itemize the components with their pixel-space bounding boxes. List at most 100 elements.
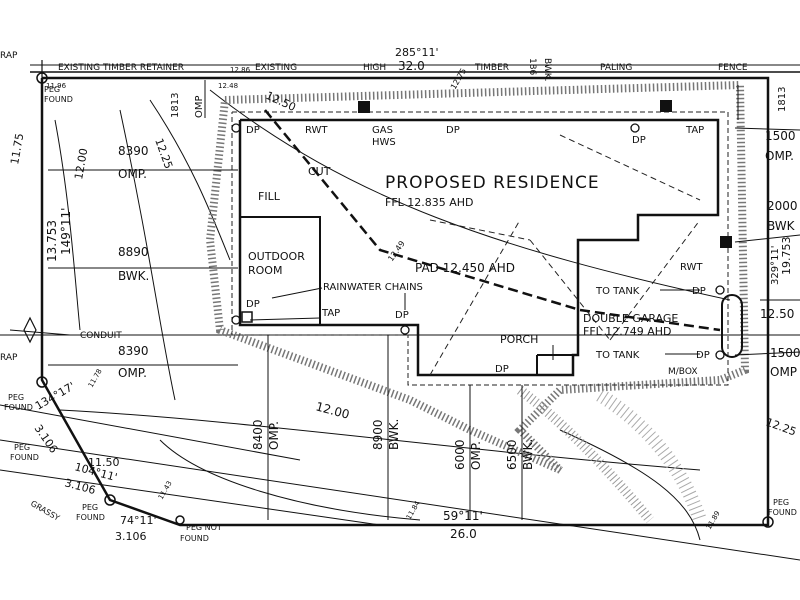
tap-label-2: TAP <box>321 308 340 319</box>
peg-not-found <box>175 515 185 525</box>
contour-12-86: 12.86 <box>230 66 251 74</box>
contour-11-89: 11.89 <box>705 510 722 531</box>
setback-8900: 8900 <box>371 419 385 450</box>
left-1813: 1813 <box>170 93 181 118</box>
peg-bl2-found: FOUND <box>76 513 105 522</box>
dp-label-8: DP <box>495 364 509 375</box>
setback-8400-omp: OMP. <box>267 421 281 450</box>
road-length-c: 3.106 <box>115 530 147 543</box>
peg-ml-label: PEG <box>8 393 24 402</box>
right-2000: 2000 <box>767 199 798 213</box>
tap-label-1: TAP <box>685 125 704 136</box>
top-length: 32.0 <box>398 59 425 73</box>
contour-12-48: 12.48 <box>218 82 238 90</box>
rwt-marker-3 <box>720 236 732 248</box>
setback-6000-omp: OMP. <box>469 441 483 470</box>
road-length-a: 3.106 <box>32 422 61 455</box>
peg-tl-label: PEG <box>44 85 60 94</box>
right-omp-a: OMP. <box>765 149 794 163</box>
dp-label-4: DP <box>246 299 260 310</box>
rwt-label-1: RWT <box>305 125 328 136</box>
contour-12-50-label: 12.50 <box>264 89 298 114</box>
conduit-symbol <box>23 316 37 344</box>
right-1813: 1813 <box>777 87 788 112</box>
peg-tl <box>36 72 48 84</box>
rwt-marker-2 <box>660 100 672 112</box>
residence-ffl: FFL 12.835 AHD <box>385 196 474 209</box>
setback-6500-bwk: BWK. <box>521 439 535 470</box>
cut-label: CUT <box>308 165 331 178</box>
road-length-b: 3.106 <box>63 476 97 497</box>
right-1500-b: 1500 <box>770 346 800 360</box>
setback-8390-b: 8390 <box>118 344 149 358</box>
peg-ml-found: FOUND <box>4 403 33 412</box>
eave-line <box>231 111 729 386</box>
setback-8890: 8890 <box>118 245 149 259</box>
grassy-label: GRASSY <box>29 499 61 523</box>
tap-leader <box>249 317 321 321</box>
right-12-50: 12.50 <box>760 307 794 321</box>
to-tank-label-1: TO TANK <box>595 286 640 297</box>
contour-12-25 <box>149 99 231 261</box>
peg-not-found-found: FOUND <box>180 534 209 543</box>
contour-12-00-mid <box>119 109 176 401</box>
setback-6500: 6500 <box>505 439 519 470</box>
right-omp2-leader <box>734 351 800 356</box>
rwt-label-2: RWT <box>680 262 703 273</box>
conduit-label: CONDUIT <box>80 331 122 341</box>
contour-12-25-label: 12.25 <box>152 137 175 171</box>
peg-br-found: FOUND <box>768 508 797 517</box>
dp-label-6: DP <box>692 286 706 297</box>
garage-driveway-oval <box>721 294 743 358</box>
contour-11-78: 11.78 <box>87 368 104 389</box>
peg-not-found-label: PEG NOT <box>186 523 222 532</box>
top-bearing: 285°11' <box>395 46 439 59</box>
cut-fill-line <box>264 109 721 332</box>
rainwater-leader-1 <box>271 287 323 299</box>
right-bwk-leader <box>734 234 800 243</box>
peg-bl-label: PEG <box>14 443 30 452</box>
road-angle-134: 134°17' <box>33 380 77 413</box>
contour-12-00-top <box>54 119 81 331</box>
contour-12-50 <box>209 89 731 301</box>
top-paling-label: PALING <box>600 63 632 73</box>
right-bearing: 329°11' <box>770 245 781 285</box>
dp-circle-6 <box>400 325 410 335</box>
dashed-line-5 <box>559 134 701 201</box>
peg-br <box>762 516 774 528</box>
dp-label-3: DP <box>632 135 646 146</box>
garage-ffl: FFL 12.749 AHD <box>583 325 672 338</box>
garage-title: DOUBLE GARAGE <box>583 312 678 325</box>
right-1500-a: 1500 <box>765 129 796 143</box>
top-fence-label: FENCE <box>718 63 748 73</box>
to-tank-label-2: TO TANK <box>595 350 640 361</box>
dashed-line-2 <box>529 239 611 341</box>
left-bearing: 149°11' <box>59 208 73 255</box>
setback-8390-a-omp: OMP. <box>118 167 147 181</box>
road-line-3 <box>0 404 301 461</box>
top-existing-label: EXISTING <box>255 63 297 73</box>
right-omp-b: OMP <box>770 365 797 379</box>
dashed-line-3 <box>609 219 701 341</box>
contour-right <box>559 429 701 541</box>
rainwater-chains-label: RAINWATER CHAINS <box>323 282 423 293</box>
dashed-line-4 <box>429 219 521 376</box>
contour-11-75: 11.75 <box>8 132 26 165</box>
right-bwk: BWK <box>767 219 796 233</box>
dp-label-5: DP <box>395 310 409 321</box>
road-line-2 <box>0 469 381 526</box>
conduit-leader <box>9 329 71 336</box>
dp-label-7: DP <box>696 350 710 361</box>
contour-11-96: 11.96 <box>46 82 67 90</box>
rap-mid-label: RAP <box>0 353 18 363</box>
contour-11-50 <box>59 409 701 471</box>
contour-11-50-label: 11.50 <box>88 456 120 469</box>
contour-11-43: 11.43 <box>157 480 174 501</box>
top-bwk-label: BWK. <box>542 58 552 82</box>
dp-circle-3 <box>231 315 241 325</box>
road-line-1 <box>0 439 800 561</box>
contour-12-49: 12.49 <box>386 239 407 263</box>
tap-marker <box>241 311 253 323</box>
dp-label-2: DP <box>446 125 460 136</box>
